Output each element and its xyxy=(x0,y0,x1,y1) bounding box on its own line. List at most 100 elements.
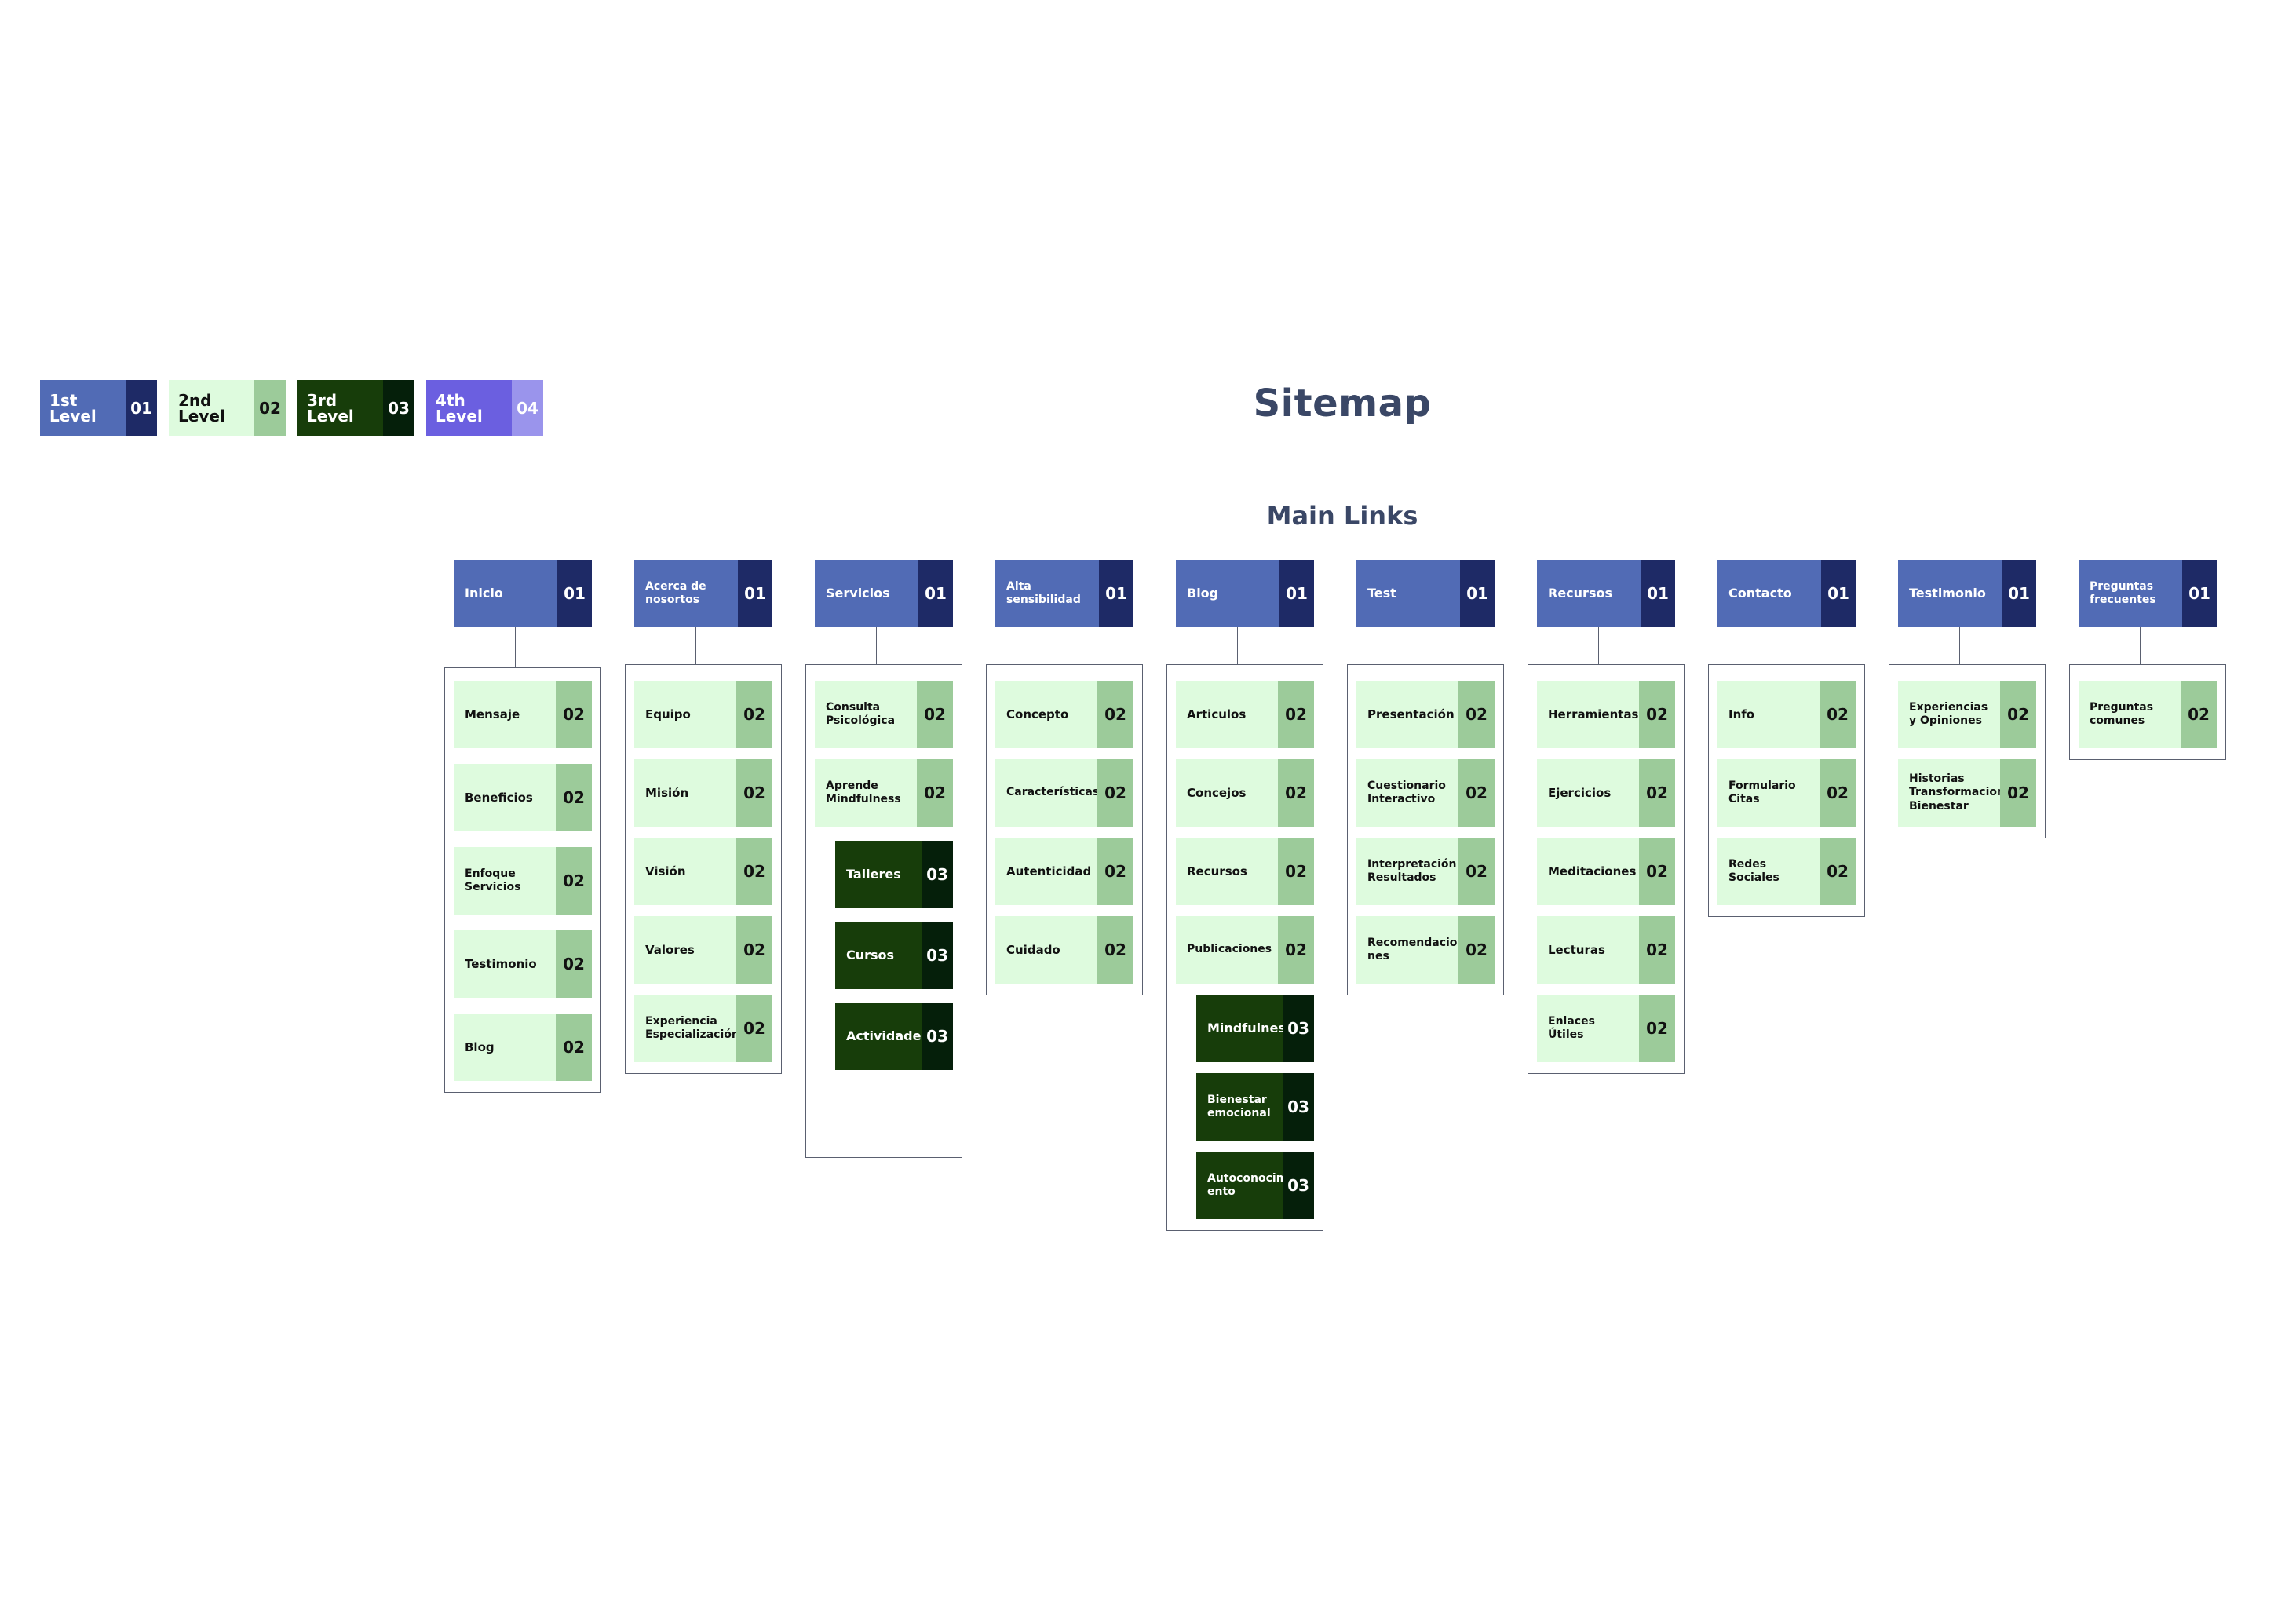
child-alta-sensibilidad-concepto-label: Concepto xyxy=(995,681,1097,748)
connector-line xyxy=(515,627,516,667)
child-test-interpretaci-n-resultados-level-number: 02 xyxy=(1458,838,1495,905)
child-recursos-herramientas-level-number: 02 xyxy=(1639,681,1675,748)
child-inicio-mensaje-label: Mensaje xyxy=(454,681,556,748)
child-blog-articulos-label: Articulos xyxy=(1176,681,1278,748)
main-link-servicios-label: Servicios xyxy=(815,560,918,627)
child-group-box xyxy=(1528,664,1685,1074)
child-alta-sensibilidad-autenticidad-level-number: 02 xyxy=(1097,838,1133,905)
child-recursos-meditaciones-label: Meditaciones xyxy=(1537,838,1639,905)
legend-item-level-2-label: 2nd Level xyxy=(169,380,254,436)
child-blog-recursos-label: Recursos xyxy=(1176,838,1278,905)
child-acerca-de-nosortos-misi-n-label: Misión xyxy=(634,759,736,827)
child-blog-articulos-level-number: 02 xyxy=(1278,681,1314,748)
legend-item-level-1-label: 1st Level xyxy=(40,380,126,436)
child-alta-sensibilidad-cuidado-level-number: 02 xyxy=(1097,916,1133,984)
connector-line xyxy=(876,627,877,664)
child-test-presentaci-n-label: Presentación xyxy=(1356,681,1458,748)
child-group-box xyxy=(1889,664,2046,838)
legend-item-level-4-level-number: 04 xyxy=(512,380,543,436)
child-inicio-blog-label: Blog xyxy=(454,1014,556,1081)
child-servicios-aprende-mindfulness-label: Aprende Mindfulness xyxy=(815,759,917,827)
main-link-acerca-de-nosortos-level-number: 01 xyxy=(738,560,772,627)
child-recursos-ejercicios-level-number: 02 xyxy=(1639,759,1675,827)
connector-line xyxy=(1237,627,1238,664)
child-acerca-de-nosortos-visi-n-level-number: 02 xyxy=(736,838,772,905)
child-test-recomendacio-nes-level-number: 02 xyxy=(1458,916,1495,984)
child-blog-mindfulness-label: Mindfulness xyxy=(1196,995,1283,1062)
child-group-box xyxy=(805,664,962,1158)
child-test-recomendacio-nes-label: Recomendacio nes xyxy=(1356,916,1458,984)
section-title-main-links: Main Links xyxy=(1266,501,1418,531)
child-servicios-cursos-label: Cursos xyxy=(835,922,922,989)
connector-line xyxy=(2140,627,2141,664)
child-testimonio-historias-transformacion-bienestar-level-number: 02 xyxy=(2000,759,2036,827)
legend-item-level-2-level-number: 02 xyxy=(254,380,286,436)
child-recursos-lecturas-label: Lecturas xyxy=(1537,916,1639,984)
legend-item-level-3-level-number: 03 xyxy=(383,380,414,436)
child-inicio-beneficios-level-number: 02 xyxy=(556,764,592,831)
main-link-testimonio-level-number: 01 xyxy=(2002,560,2036,627)
child-inicio-enfoque-servicios-level-number: 02 xyxy=(556,847,592,915)
main-link-preguntas-frecuentes-label: Preguntas frecuentes xyxy=(2079,560,2182,627)
child-recursos-herramientas-label: Herramientas xyxy=(1537,681,1639,748)
child-servicios-actividades-level-number: 03 xyxy=(922,1003,953,1070)
legend-item-level-1-level-number: 01 xyxy=(126,380,157,436)
main-link-test-level-number: 01 xyxy=(1460,560,1495,627)
child-acerca-de-nosortos-visi-n-label: Visión xyxy=(634,838,736,905)
child-inicio-beneficios-label: Beneficios xyxy=(454,764,556,831)
child-contacto-info-label: Info xyxy=(1717,681,1820,748)
child-blog-bienestar-emocional-level-number: 03 xyxy=(1283,1073,1314,1141)
child-servicios-talleres-level-number: 03 xyxy=(922,841,953,908)
child-inicio-blog-level-number: 02 xyxy=(556,1014,592,1081)
child-blog-publicaciones-level-number: 02 xyxy=(1278,916,1314,984)
main-link-recursos-label: Recursos xyxy=(1537,560,1641,627)
child-preguntas-frecuentes-preguntas-comunes-level-number: 02 xyxy=(2181,681,2217,748)
connector-line xyxy=(695,627,696,664)
child-blog-autoconocimi-ento-label: Autoconocimi ento xyxy=(1196,1152,1283,1219)
connector-line xyxy=(1959,627,1960,664)
child-group-box xyxy=(986,664,1143,995)
child-alta-sensibilidad-caracter-sticas-label: Características xyxy=(995,759,1097,827)
child-recursos-lecturas-level-number: 02 xyxy=(1639,916,1675,984)
child-acerca-de-nosortos-experiencia-especializaci-n-label: Experiencia Especialización xyxy=(634,995,736,1062)
child-test-interpretaci-n-resultados-label: Interpretación Resultados xyxy=(1356,838,1458,905)
connector-line xyxy=(1598,627,1599,664)
child-blog-bienestar-emocional-label: Bienestar emocional xyxy=(1196,1073,1283,1141)
child-servicios-talleres-label: Talleres xyxy=(835,841,922,908)
child-acerca-de-nosortos-misi-n-level-number: 02 xyxy=(736,759,772,827)
page-title: Sitemap xyxy=(1253,382,1432,425)
